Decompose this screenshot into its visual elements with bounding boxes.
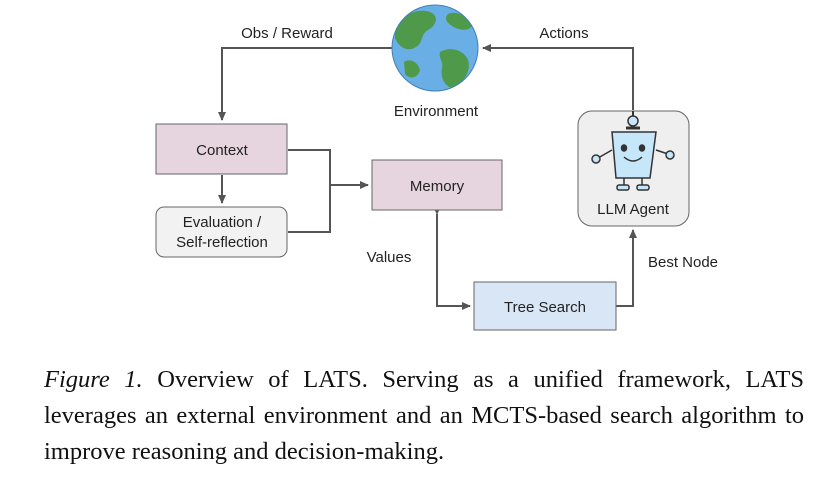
tree-search-label: Tree Search xyxy=(504,299,586,316)
context-node xyxy=(155,123,288,175)
environment-label: Environment xyxy=(394,103,479,120)
context-label: Context xyxy=(196,142,249,159)
robot-icon xyxy=(591,111,675,191)
figure-caption: Figure 1. Overview of LATS. Serving as a… xyxy=(44,362,804,470)
evaluation-label-line1: Evaluation / xyxy=(183,214,262,231)
llm-agent-label: LLM Agent xyxy=(597,201,670,218)
evaluation-node xyxy=(155,206,288,258)
actions-arrow xyxy=(482,44,634,110)
figure-label: Figure 1. xyxy=(44,366,143,393)
actions-label: Actions xyxy=(539,25,588,42)
eval-to-memory-line xyxy=(288,185,331,233)
values-label: Values xyxy=(367,249,412,266)
obs-reward-arrow xyxy=(218,47,392,121)
tree-to-agent-arrow xyxy=(616,229,637,307)
context-to-memory-line xyxy=(288,149,331,185)
memory-label: Memory xyxy=(410,178,465,195)
connectors xyxy=(218,44,637,310)
memory-node xyxy=(371,159,503,211)
caption-text: Overview of LATS. Serving as a unified f… xyxy=(44,366,804,465)
best-node-label: Best Node xyxy=(648,254,718,271)
obs-reward-label: Obs / Reward xyxy=(241,25,333,42)
tree-search-node xyxy=(473,281,617,331)
evaluation-label-line2: Self-reflection xyxy=(176,234,268,251)
globe-icon xyxy=(391,4,479,92)
memory-tree-arrow xyxy=(433,206,471,310)
